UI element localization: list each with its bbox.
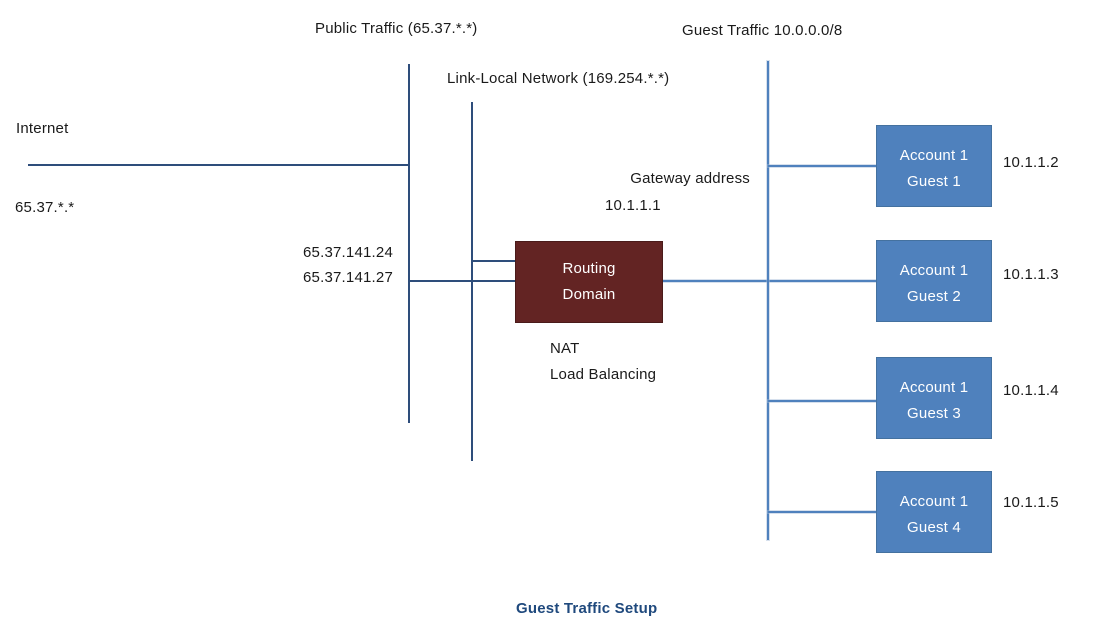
guest2-ip-label: 10.1.1.3 [1003,266,1059,283]
guest3-ip-label: 10.1.1.4 [1003,382,1059,399]
guest4-name-label: Guest 4 [907,519,961,536]
routing-domain-label-line2: Domain [562,286,616,303]
public-ip-1-label: 65.37.141.24 [303,244,393,261]
guest4-ip-label: 10.1.1.5 [1003,494,1059,511]
routing-to-guest2-line [662,280,877,282]
guest1-connector-line [768,165,877,167]
guest3-connector-line [768,400,877,402]
guest3-name-label: Guest 3 [907,405,961,422]
guest2-name-label: Guest 2 [907,288,961,305]
internet-line [28,164,409,166]
link-local-network-label: Link-Local Network (169.254.*.*) [447,70,670,87]
guest1-name-label: Guest 1 [907,173,961,190]
guest1-ip-label: 10.1.1.2 [1003,154,1059,171]
guest2-account-label: Account 1 [899,262,969,279]
guest3-account-label: Account 1 [899,379,969,396]
nat-label: NAT [550,340,580,357]
public-to-routing-line [409,280,516,282]
guest3-box: Account 1 Guest 3 [876,357,992,439]
load-balancing-label: Load Balancing [550,366,657,383]
diagram-caption: Guest Traffic Setup [516,600,658,617]
link-local-to-routing-line [472,260,516,262]
guest4-connector-line [768,511,877,513]
guest4-box: Account 1 Guest 4 [876,471,992,553]
guest2-box: Account 1 Guest 2 [876,240,992,322]
guest4-account-label: Account 1 [899,493,969,510]
public-traffic-backbone-line [408,64,410,423]
guest-traffic-backbone-line [767,61,769,540]
public-traffic-label: Public Traffic (65.37.*.*) [315,20,478,37]
routing-domain-label-line1: Routing [562,260,616,277]
guest1-account-label: Account 1 [899,147,969,164]
gateway-ip-label: 10.1.1.1 [605,197,661,214]
internet-label: Internet [16,120,69,137]
guest-traffic-label: Guest Traffic 10.0.0.0/8 [682,22,843,39]
routing-domain-box: Routing Domain [515,241,663,323]
public-ip-2-label: 65.37.141.27 [303,269,393,286]
gateway-address-label: Gateway address [630,170,750,187]
internet-ip-label: 65.37.*.* [15,199,75,216]
guest1-box: Account 1 Guest 1 [876,125,992,207]
